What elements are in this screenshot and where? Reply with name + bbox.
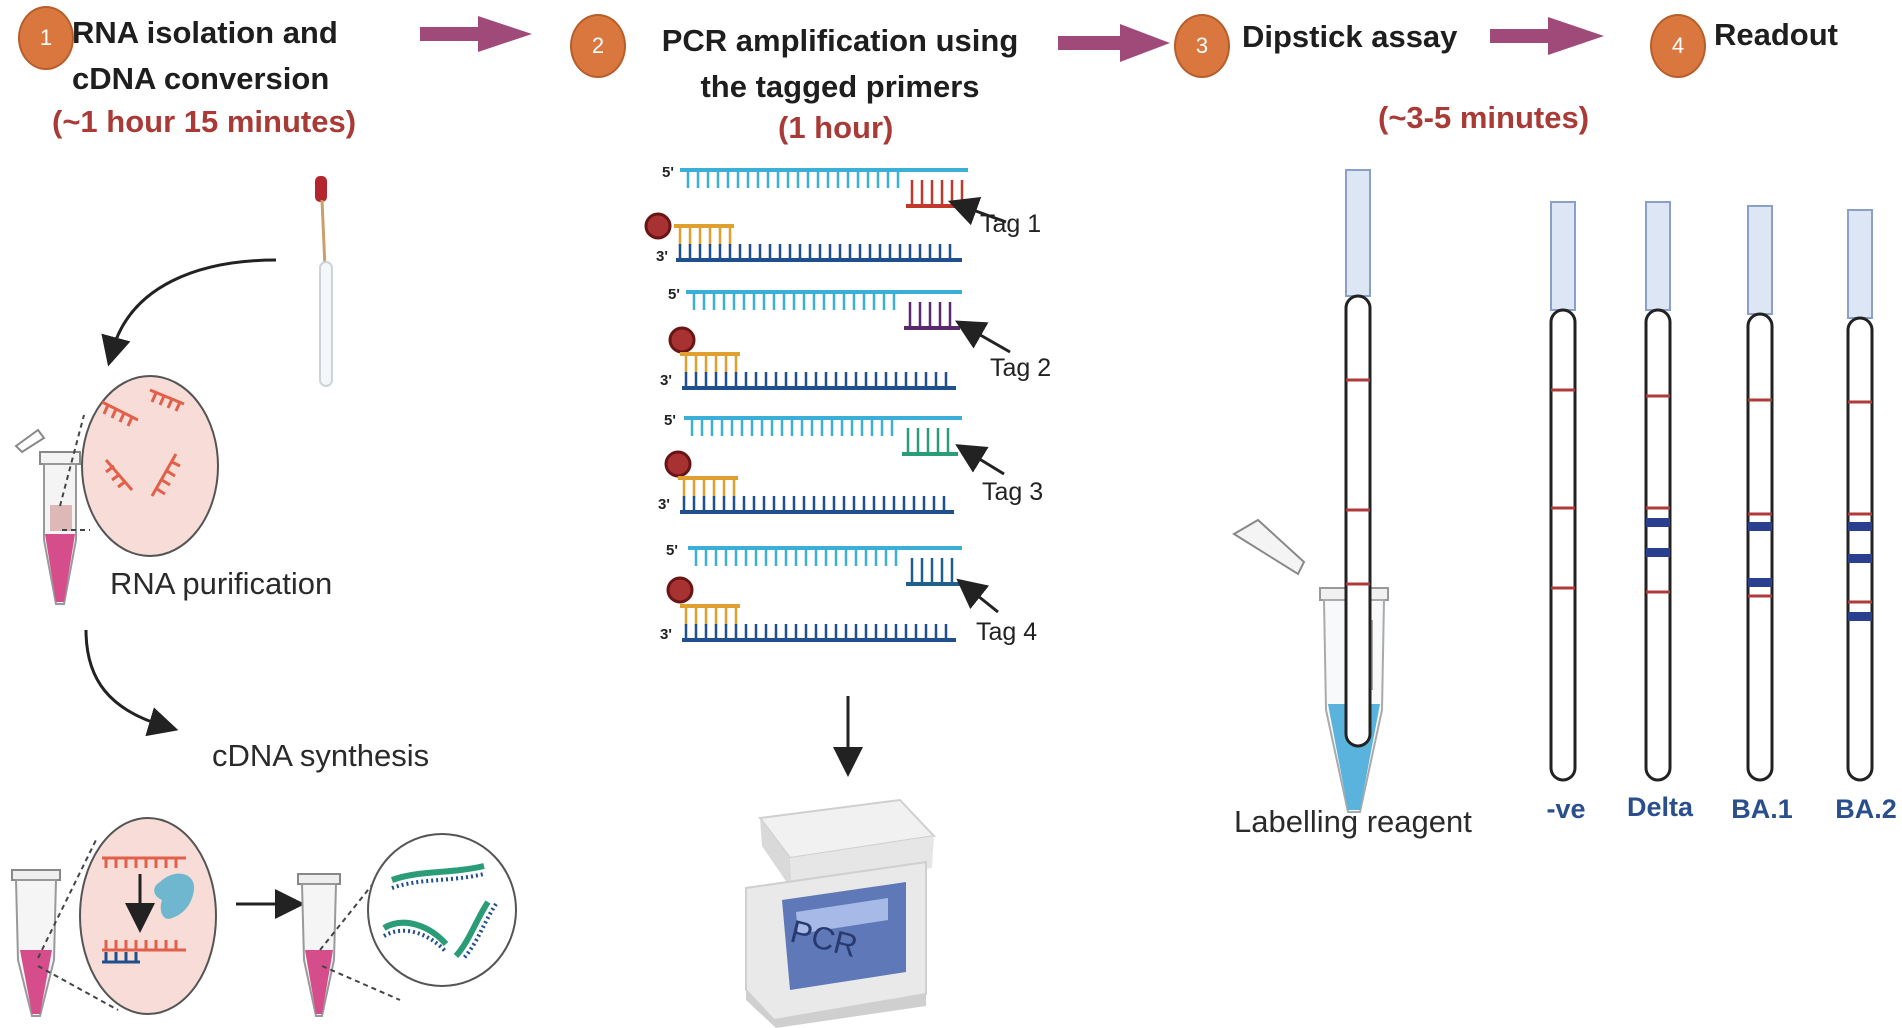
tag-4-label: Tag 4 [976,618,1038,646]
arrow-swab-to-tube [101,258,277,367]
five-prime-label-3: 5' [664,412,676,429]
cdna-tube-left-icon [11,839,119,1017]
three-prime-label-1: 3' [656,248,668,265]
strip-label-negative: -ve [1546,794,1586,824]
arrow-purification-to-synthesis [84,629,179,737]
step-3-title: Dipstick assay [1242,19,1458,54]
five-prime-label-4: 5' [666,542,678,559]
tag-2-label: Tag 2 [990,354,1052,382]
step-2-title: PCR amplification using the tagged prime… [640,18,1040,110]
step-2-duration: (1 hour) [778,110,894,145]
readout-strip-delta [1644,201,1672,782]
step-arrow-3-to-4 [1490,17,1604,55]
step-1-badge: 1 [18,6,74,70]
dipstick-main [1344,169,1372,748]
pcr-machine-icon [745,798,937,1028]
rna-purification-label: RNA purification [110,566,333,601]
strip-label-delta: Delta [1626,792,1694,822]
primer-set-3 [664,416,1005,514]
cdna-zoom-circle [367,833,517,987]
three-prime-label-2: 3' [660,372,672,389]
step-2-title-line2: the tagged primers [700,69,980,104]
reverse-transcriptase-icon [154,873,195,919]
step-1-title-line2: cDNA conversion [72,61,330,96]
step-3-badge: 3 [1174,14,1230,78]
swab-icon [315,176,333,387]
strip-label-ba2: BA.2 [1835,794,1897,824]
step-1-title: RNA isolation and cDNA conversion [72,10,338,102]
primer-set-2 [668,290,1011,390]
step-1-title-line1: RNA isolation and [72,15,338,50]
readout-strip-ba1 [1746,205,1774,782]
step-4-title: Readout [1714,17,1838,52]
rna-tube-icon [14,428,81,605]
strip-label-ba1: BA.1 [1731,794,1793,824]
primer-set-4 [666,546,999,642]
readout-strip-negative [1549,201,1577,782]
cdna-synthesis-label: cDNA synthesis [212,738,430,773]
step-arrow-1-to-2 [420,16,532,52]
step-2-title-line1: PCR amplification using [661,23,1019,58]
five-prime-label-2: 5' [668,286,680,303]
step-3-duration: (~3-5 minutes) [1378,100,1590,135]
step-1-duration: (~1 hour 15 minutes) [52,104,357,139]
step-arrow-2-to-3 [1058,24,1170,62]
five-prime-label-1: 5' [662,164,674,181]
rna-zoom-circle [59,375,219,557]
three-prime-label-3: 3' [658,496,670,513]
three-prime-label-4: 3' [660,626,672,643]
tag-3-label: Tag 3 [982,478,1044,506]
primer-set-1 [644,168,1007,262]
cdna-reverse-transcription-zoom [79,817,217,1015]
step-4-badge: 4 [1650,14,1706,78]
step-2-badge: 2 [570,14,626,78]
readout-strip-ba2 [1846,209,1874,782]
